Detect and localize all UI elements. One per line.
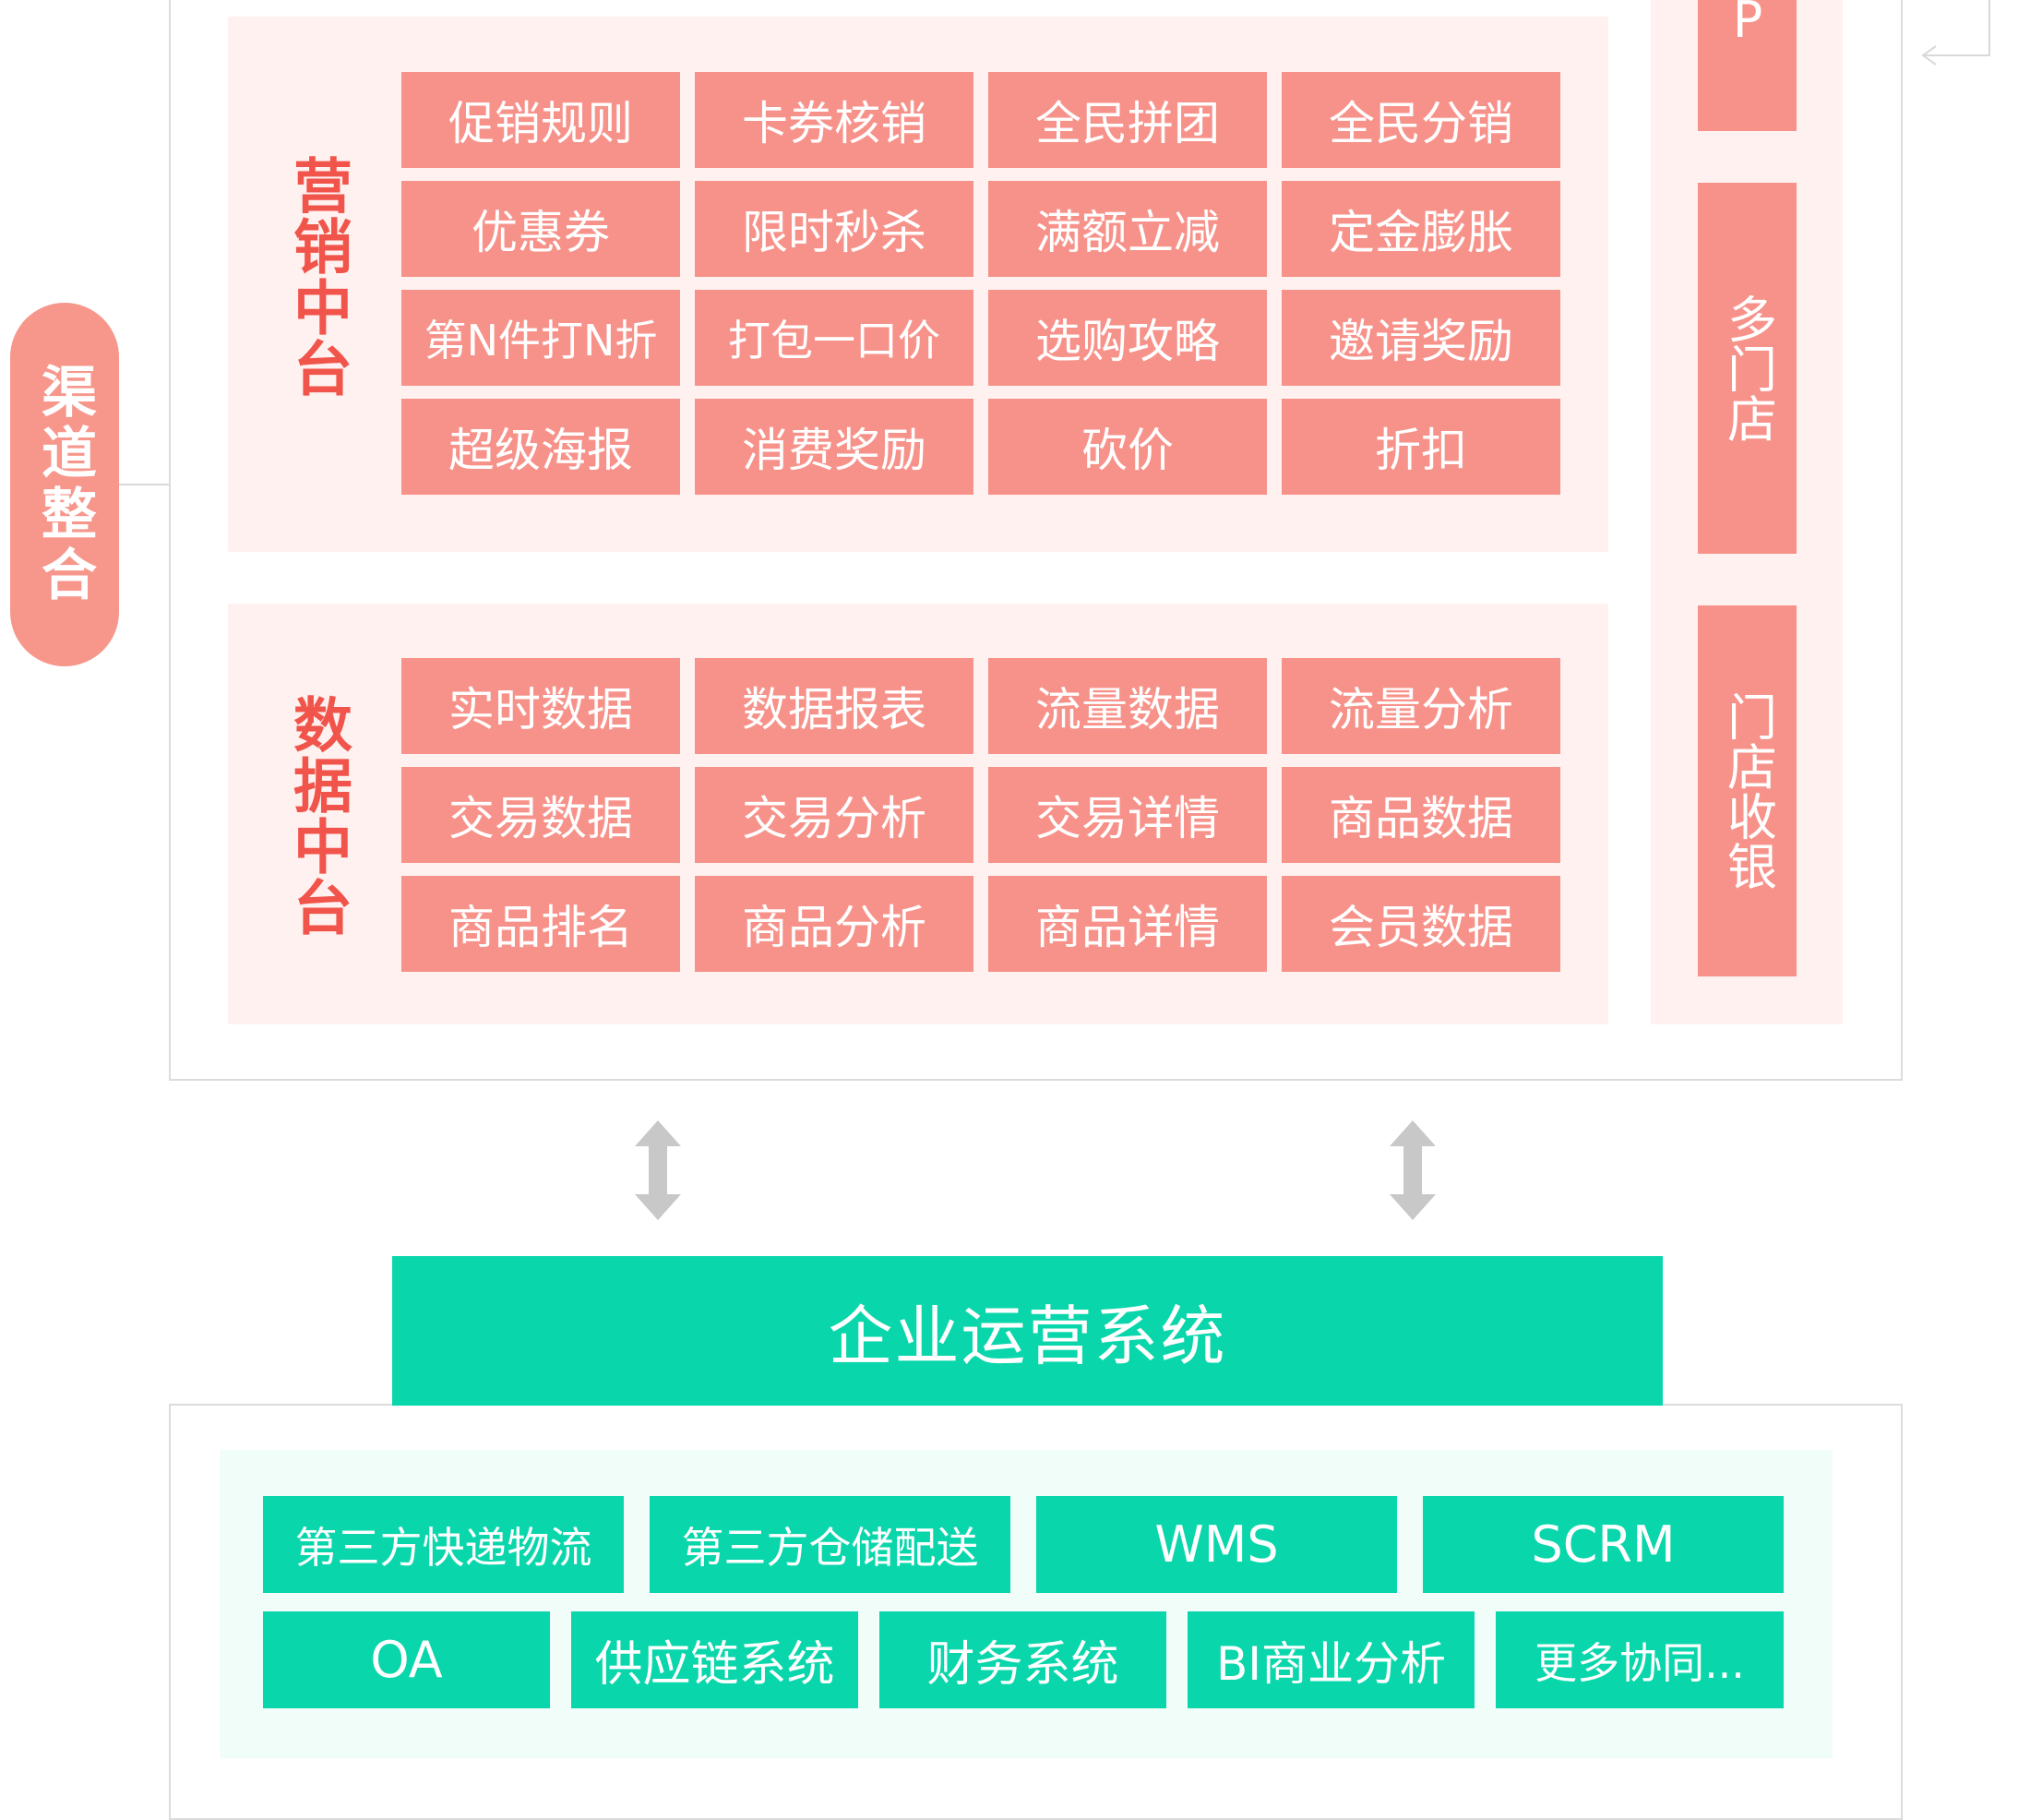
marketing-item[interactable]: 消费奖励 xyxy=(695,399,973,495)
enterprise-item[interactable]: SCRM xyxy=(1423,1496,1784,1593)
double-arrow-right-icon xyxy=(1390,1120,1436,1220)
data-center-item[interactable]: 交易详情 xyxy=(988,767,1267,863)
enterprise-system-title: 企业运营系统 xyxy=(392,1256,1663,1406)
data-center-item[interactable]: 交易数据 xyxy=(401,767,680,863)
top-right-connector-horizontal xyxy=(1924,54,1990,56)
data-center-item[interactable]: 商品排名 xyxy=(401,876,680,972)
data-center-item[interactable]: 实时数据 xyxy=(401,658,680,754)
marketing-item[interactable]: 选购攻略 xyxy=(988,290,1267,386)
data-center-item[interactable]: 会员数据 xyxy=(1282,876,1560,972)
data-center-title: 数据中台 xyxy=(283,694,352,938)
marketing-item[interactable]: 定金膨胀 xyxy=(1282,181,1560,277)
double-arrow-left-icon xyxy=(635,1120,681,1220)
data-center-item[interactable]: 交易分析 xyxy=(695,767,973,863)
data-center-item[interactable]: 商品分析 xyxy=(695,876,973,972)
marketing-item[interactable]: 第N件打N折 xyxy=(401,290,680,386)
enterprise-item[interactable]: 第三方仓储配送 xyxy=(650,1496,1010,1593)
enterprise-item[interactable]: 第三方快递物流 xyxy=(263,1496,624,1593)
marketing-item[interactable]: 限时秒杀 xyxy=(695,181,973,277)
multi-store-block[interactable]: 多门店 xyxy=(1698,183,1797,554)
enterprise-item[interactable]: BI商业分析 xyxy=(1188,1611,1475,1708)
top-partial-label: P xyxy=(1718,0,1777,49)
data-center-item[interactable]: 商品数据 xyxy=(1282,767,1560,863)
marketing-item[interactable]: 满额立减 xyxy=(988,181,1267,277)
store-cashier-label: 门店收银 xyxy=(1718,691,1777,891)
enterprise-item[interactable]: 财务系统 xyxy=(879,1611,1166,1708)
enterprise-item[interactable]: 更多协同... xyxy=(1496,1611,1784,1708)
top-right-connector-vertical xyxy=(1988,0,1990,55)
marketing-item[interactable]: 优惠券 xyxy=(401,181,680,277)
marketing-item[interactable]: 折扣 xyxy=(1282,399,1560,495)
marketing-item[interactable]: 打包一口价 xyxy=(695,290,973,386)
enterprise-item[interactable]: WMS xyxy=(1036,1496,1397,1593)
channel-connector-line xyxy=(119,484,171,485)
channel-integration-label: 渠道整合 xyxy=(31,363,97,606)
enterprise-item[interactable]: OA xyxy=(263,1611,550,1708)
enterprise-item[interactable]: 供应链系统 xyxy=(571,1611,858,1708)
marketing-item[interactable]: 卡券核销 xyxy=(695,72,973,168)
data-center-item[interactable]: 流量分析 xyxy=(1282,658,1560,754)
top-right-arrow-head-icon xyxy=(1921,45,1937,66)
marketing-item[interactable]: 促销规则 xyxy=(401,72,680,168)
marketing-item[interactable]: 超级海报 xyxy=(401,399,680,495)
marketing-item[interactable]: 全民分销 xyxy=(1282,72,1560,168)
data-center-item[interactable]: 数据报表 xyxy=(695,658,973,754)
channel-integration-pill: 渠道整合 xyxy=(10,303,119,666)
marketing-grid: 促销规则 卡券核销 全民拼团 全民分销 优惠券 限时秒杀 满额立减 定金膨胀 第… xyxy=(401,72,1560,495)
marketing-item[interactable]: 全民拼团 xyxy=(988,72,1267,168)
data-center-item[interactable]: 商品详情 xyxy=(988,876,1267,972)
marketing-title: 营销中台 xyxy=(283,155,352,399)
data-center-item[interactable]: 流量数据 xyxy=(988,658,1267,754)
top-partial-block[interactable]: P xyxy=(1698,0,1797,131)
data-center-grid: 实时数据 数据报表 流量数据 流量分析 交易数据 交易分析 交易详情 商品数据 … xyxy=(401,658,1560,972)
marketing-item[interactable]: 砍价 xyxy=(988,399,1267,495)
multi-store-label: 多门店 xyxy=(1718,293,1777,443)
store-cashier-block[interactable]: 门店收银 xyxy=(1698,605,1797,976)
marketing-item[interactable]: 邀请奖励 xyxy=(1282,290,1560,386)
